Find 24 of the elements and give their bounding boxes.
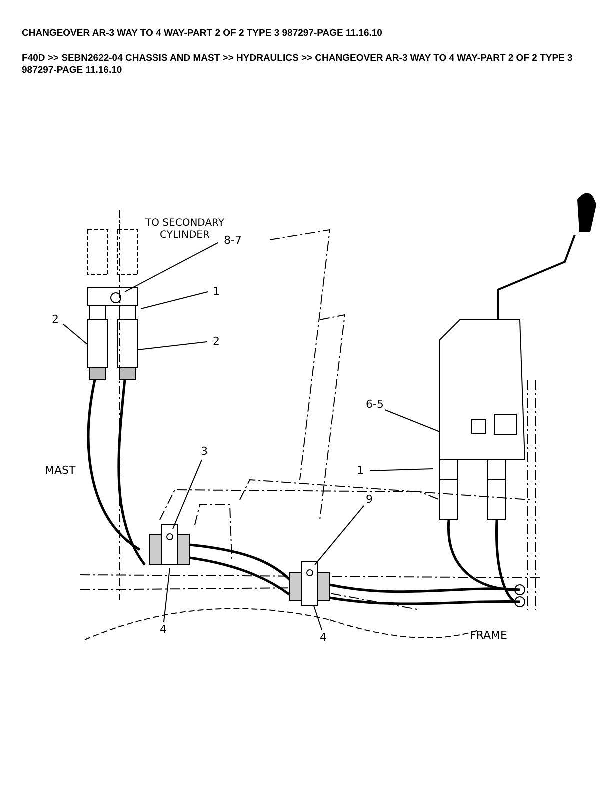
callout-number: 1 (213, 286, 220, 298)
callout-number: 8-7 (224, 235, 242, 247)
callout-number: 6-5 (366, 399, 384, 411)
leader-line (62, 324, 88, 346)
breadcrumb: F40D >> SEBN2622-04 CHASSIS AND MAST >> HYDRAULICS >> CHANGEOVER AR-3 WAY TO 4 WAY-PART 2 OF 2 TYPE 3 987297-PAGE 11.16.10 (22, 53, 574, 77)
part-label: FRAME (470, 630, 508, 642)
leader-line (138, 342, 208, 350)
page-title: CHANGEOVER AR-3 WAY TO 4 WAY-PART 2 OF 2 TYPE 3 987297-PAGE 11.16.10 (22, 28, 384, 40)
leader-line (124, 242, 218, 292)
leader-line (384, 410, 440, 432)
callout-number: 4 (320, 632, 327, 644)
leader-line (172, 460, 202, 530)
leader-line (370, 468, 434, 472)
leader-line (314, 606, 322, 630)
callout-number: 2 (213, 336, 220, 348)
callout-number: 1 (357, 465, 364, 477)
callout-number: 4 (160, 624, 167, 636)
leader-line (314, 506, 364, 566)
leader-line (164, 568, 170, 622)
callout-number: 2 (52, 314, 59, 326)
part-label: MAST (45, 465, 76, 477)
callout-number: 3 (201, 446, 208, 458)
callout-number: 9 (366, 494, 373, 506)
leader-line (140, 292, 208, 310)
